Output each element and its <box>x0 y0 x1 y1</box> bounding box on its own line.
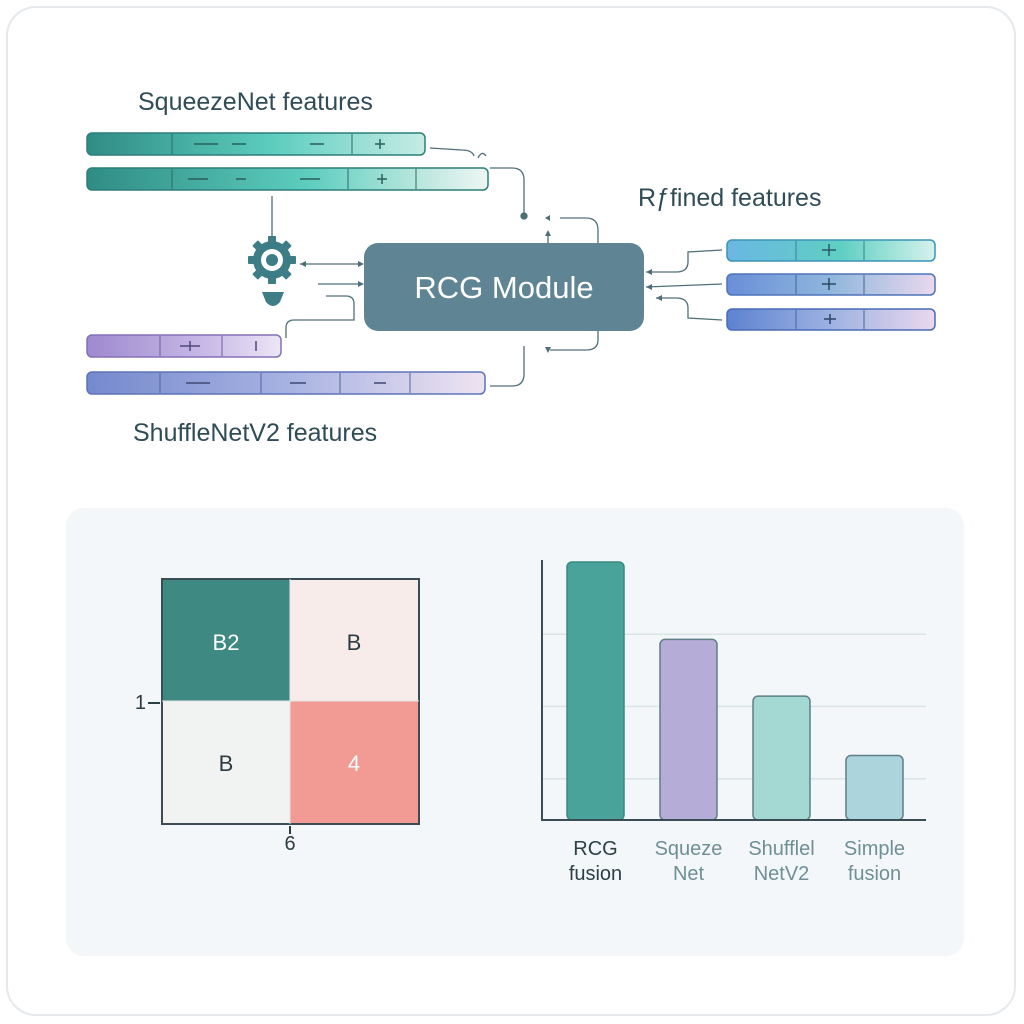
matrix-cell-top-right <box>290 579 419 701</box>
chart-category-label-2-line-1: Squeze <box>655 838 723 860</box>
refined-feature-bar-1 <box>726 239 936 262</box>
refined-title: Rƒfined features <box>638 184 821 212</box>
chart-category-label-4-line-1: Simple <box>844 838 905 860</box>
shufflenet-feature-bar-1 <box>86 334 282 358</box>
matrix-row-label: 1 <box>135 692 146 714</box>
chart-category-label-1-line-1: RCG <box>573 838 617 860</box>
matrix-value-bottom-right: 4 <box>348 751 360 776</box>
squeezenet-title: SqueezeNet features <box>138 88 373 116</box>
squeezenet-feature-bar-2 <box>86 167 489 191</box>
matrix-cell-top-left <box>162 579 290 701</box>
chart-bar-1 <box>566 561 625 821</box>
confusion-matrix: B2 B B 4 1 6 <box>135 578 420 855</box>
gear-icon <box>248 236 296 284</box>
refined-feature-bar-3 <box>726 308 936 331</box>
matrix-cell-bottom-left <box>162 701 290 824</box>
chart-category-label-1-line-2: fusion <box>569 863 622 885</box>
chart-category-label-3-line-1: Shufflel <box>748 838 814 860</box>
shufflenet-feature-bar-2 <box>86 371 486 395</box>
matrix-value-top-left: B2 <box>213 630 240 655</box>
matrix-col-label: 6 <box>284 833 295 855</box>
chart-category-label-2-line-2: Net <box>673 863 705 885</box>
chart-bar-4 <box>845 754 904 821</box>
chart-category-label-4-line-2: fusion <box>848 863 901 885</box>
matrix-cell-bottom-right <box>290 701 419 824</box>
connector-lines <box>271 147 723 387</box>
shufflenet-title: ShuffleNetV2 features <box>133 419 377 447</box>
funnel-icon <box>262 292 284 306</box>
architecture-diagram: SqueezeNet features ShuffleNetV2 feature… <box>86 88 936 447</box>
matrix-value-top-right: B <box>347 630 362 655</box>
chart-bar-2 <box>659 638 718 821</box>
rcg-module-box: RCG Module <box>364 243 644 331</box>
matrix-value-bottom-left: B <box>219 751 234 776</box>
chart-bars <box>566 561 904 821</box>
chart-bar-3 <box>752 695 811 821</box>
rcg-module-label: RCG Module <box>414 270 593 305</box>
arrow-heads <box>300 215 662 353</box>
chart-category-label-3-line-2: NetV2 <box>754 863 810 885</box>
refined-feature-bar-2 <box>726 273 936 296</box>
squeezenet-feature-bar-1 <box>86 132 426 156</box>
